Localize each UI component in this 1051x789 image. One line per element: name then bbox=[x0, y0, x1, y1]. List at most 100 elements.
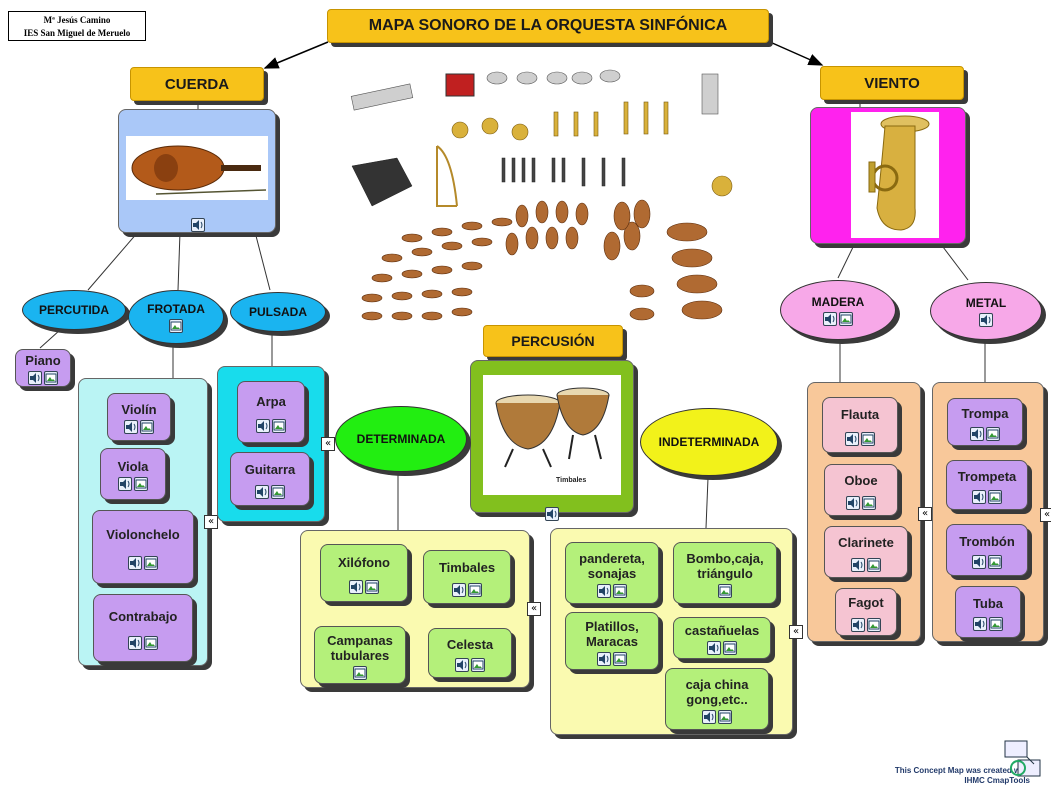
determinada-collapse-icon[interactable]: « bbox=[527, 602, 541, 616]
orchestra-layout-illustration bbox=[350, 69, 733, 321]
item-celesta[interactable]: Celesta bbox=[428, 628, 512, 678]
speaker-icon[interactable] bbox=[597, 583, 611, 598]
item-trompeta[interactable]: Trompeta bbox=[946, 460, 1028, 510]
image-icon[interactable] bbox=[471, 657, 485, 672]
speaker-icon[interactable] bbox=[846, 495, 860, 510]
item-campanas-tubulares[interactable]: Campanas tubulares bbox=[314, 626, 406, 684]
pulsada-collapse-icon[interactable]: « bbox=[321, 437, 335, 451]
image-icon[interactable] bbox=[861, 431, 875, 446]
type-metal-label: METAL bbox=[965, 295, 1007, 310]
item-trompa[interactable]: Trompa bbox=[947, 398, 1023, 446]
image-icon[interactable] bbox=[718, 583, 732, 598]
item-platillos-maracas[interactable]: Platillos, Maracas bbox=[565, 612, 659, 670]
type-frotada-label: FROTADA bbox=[147, 301, 205, 316]
speaker-icon[interactable] bbox=[452, 582, 466, 597]
speaker-icon[interactable] bbox=[349, 579, 363, 594]
speaker-icon[interactable] bbox=[118, 477, 132, 491]
cuerda-speaker-icon[interactable] bbox=[191, 218, 205, 236]
image-icon[interactable] bbox=[468, 582, 482, 597]
speaker-icon[interactable] bbox=[823, 311, 837, 326]
item-oboe[interactable]: Oboe bbox=[824, 464, 898, 516]
speaker-icon[interactable] bbox=[128, 635, 142, 650]
item-clarinete[interactable]: Clarinete bbox=[824, 526, 908, 578]
item-contrabajo[interactable]: Contrabajo bbox=[93, 594, 193, 662]
item-violonchelo[interactable]: Violonchelo bbox=[92, 510, 194, 584]
double-bass-image bbox=[126, 136, 268, 200]
item-flauta[interactable]: Flauta bbox=[822, 397, 898, 453]
speaker-icon[interactable] bbox=[256, 418, 270, 433]
image-icon[interactable] bbox=[988, 489, 1002, 504]
speaker-icon[interactable] bbox=[702, 709, 716, 724]
percusion-speaker-icon[interactable] bbox=[545, 507, 559, 525]
cmaptools-logo-icon bbox=[1004, 740, 1041, 777]
image-icon[interactable] bbox=[140, 420, 154, 434]
item-trombon-label: Trombón bbox=[959, 533, 1015, 549]
item-pandereta-sonajas[interactable]: pandereta, sonajas bbox=[565, 542, 659, 604]
image-icon[interactable] bbox=[134, 477, 148, 491]
frotada-collapse-icon[interactable]: « bbox=[204, 515, 218, 529]
item-violin-label: Violín bbox=[121, 402, 157, 417]
speaker-icon[interactable] bbox=[455, 657, 469, 672]
image-icon[interactable] bbox=[613, 583, 627, 598]
section-header-percusion: PERCUSIÓN bbox=[483, 325, 623, 357]
image-icon[interactable] bbox=[723, 641, 737, 655]
speaker-icon[interactable] bbox=[255, 484, 269, 499]
speaker-icon[interactable] bbox=[707, 641, 721, 655]
image-icon[interactable] bbox=[988, 554, 1002, 569]
image-icon[interactable] bbox=[986, 426, 1000, 441]
item-fagot-label: Fagot bbox=[848, 594, 884, 610]
author-credit: Mª Jesús Camino IES San Miguel de Meruel… bbox=[8, 11, 146, 41]
speaker-icon[interactable] bbox=[973, 616, 987, 631]
speaker-icon[interactable] bbox=[851, 557, 865, 572]
item-caja-china-gong[interactable]: caja china gong,etc.. bbox=[665, 668, 769, 730]
image-icon[interactable] bbox=[989, 616, 1003, 631]
image-icon[interactable] bbox=[365, 579, 379, 594]
speaker-icon[interactable] bbox=[597, 651, 611, 666]
image-icon[interactable] bbox=[271, 484, 285, 499]
image-icon[interactable] bbox=[169, 318, 183, 333]
image-icon[interactable] bbox=[272, 418, 286, 433]
image-icon[interactable] bbox=[353, 665, 367, 680]
image-icon[interactable] bbox=[718, 709, 732, 724]
item-flauta-label: Flauta bbox=[840, 406, 880, 422]
item-arpa[interactable]: Arpa bbox=[237, 381, 305, 443]
item-guitarra[interactable]: Guitarra bbox=[230, 452, 310, 506]
speaker-icon[interactable] bbox=[972, 489, 986, 504]
image-icon[interactable] bbox=[839, 311, 853, 326]
metal-collapse-icon[interactable]: « bbox=[1040, 508, 1051, 522]
speaker-icon[interactable] bbox=[124, 420, 138, 434]
madera-collapse-icon[interactable]: « bbox=[918, 507, 932, 521]
item-trombon[interactable]: Trombón bbox=[946, 524, 1028, 576]
image-icon[interactable] bbox=[44, 371, 58, 385]
item-violin[interactable]: Violín bbox=[107, 393, 171, 441]
speaker-icon[interactable] bbox=[972, 554, 986, 569]
item-clarinete-label: Clarinete bbox=[838, 534, 894, 550]
item-castanuelas[interactable]: castañuelas bbox=[673, 617, 771, 659]
image-icon[interactable] bbox=[144, 555, 158, 570]
percusion-image-panel: Timbales bbox=[470, 360, 634, 521]
indeterminada-collapse-icon[interactable]: « bbox=[789, 625, 803, 639]
item-fagot[interactable]: Fagot bbox=[835, 588, 897, 636]
item-timbales[interactable]: Timbales bbox=[423, 550, 511, 604]
item-xilofono[interactable]: Xilófono bbox=[320, 544, 408, 602]
item-bombo-caja-triangulo[interactable]: Bombo,caja, triángulo bbox=[673, 542, 777, 604]
speaker-icon[interactable] bbox=[128, 555, 142, 570]
speaker-icon[interactable] bbox=[851, 617, 865, 632]
item-bombo-caja-triangulo-label: Bombo,caja, triángulo bbox=[686, 550, 764, 581]
image-icon[interactable] bbox=[613, 651, 627, 666]
item-contrabajo-label: Contrabajo bbox=[108, 608, 178, 624]
image-icon[interactable] bbox=[867, 617, 881, 632]
item-platillos-maracas-label: Platillos, Maracas bbox=[585, 618, 639, 649]
image-icon[interactable] bbox=[862, 495, 876, 510]
image-icon[interactable] bbox=[144, 635, 158, 650]
item-viola[interactable]: Viola bbox=[100, 448, 166, 500]
speaker-icon[interactable] bbox=[28, 371, 42, 385]
speaker-icon[interactable] bbox=[979, 312, 993, 327]
image-icon[interactable] bbox=[867, 557, 881, 572]
item-piano[interactable]: Piano bbox=[15, 349, 71, 387]
speaker-icon[interactable] bbox=[970, 426, 984, 441]
type-madera-label: MADERA bbox=[811, 294, 865, 309]
item-piano-label: Piano bbox=[25, 353, 61, 368]
speaker-icon[interactable] bbox=[845, 431, 859, 446]
item-tuba[interactable]: Tuba bbox=[955, 586, 1021, 638]
